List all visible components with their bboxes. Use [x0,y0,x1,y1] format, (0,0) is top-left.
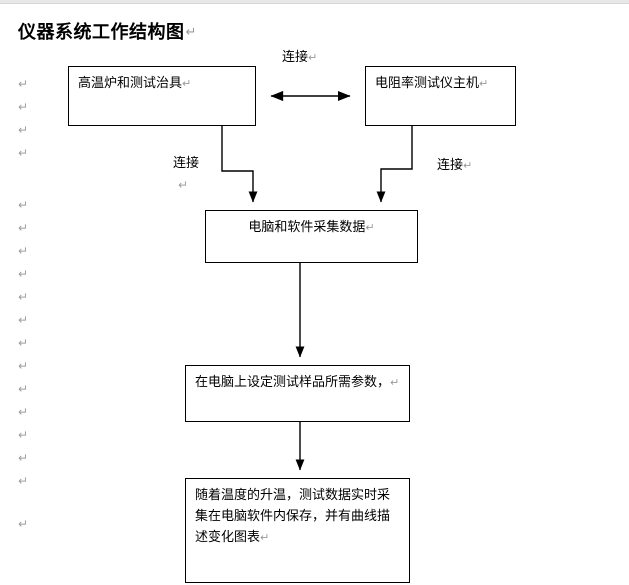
pilcrow-mark: ↵ [18,336,29,350]
pilcrow-mark: ↵ [18,359,29,373]
node-realtime-data-curve: 随着温度的升温，测试数据实时采集在电脑软件内保存，并有曲线描述变化图表↵ [185,478,410,583]
pilcrow-mark: ↵ [18,405,29,419]
pilcrow-mark: ↵ [182,77,192,90]
pilcrow-mark: ↵ [18,517,29,531]
pilcrow-mark: ↵ [18,267,29,281]
pilcrow-mark: ↵ [18,123,29,137]
node-resistivity-tester-host-label: 电阻率测试仪主机 [375,76,480,91]
pilcrow-mark: ↵ [18,290,29,304]
connector-label-top: 连接↵ [282,50,317,66]
pilcrow-mark: ↵ [18,77,29,91]
connector-furnace-to-pc [221,126,258,203]
pilcrow-mark: ↵ [185,25,197,40]
connector-label-left: 连接 [173,156,199,172]
node-pc-software-acquisition: 电脑和软件采集数据↵ [205,210,418,263]
connector-label-right-text: 连接 [437,158,464,173]
connector-label-right: 连接↵ [437,158,472,174]
connector-label-top-text: 连接 [282,50,309,65]
pilcrow-mark: ↵ [18,146,29,160]
node-pc-software-acquisition-label: 电脑和软件采集数据 [248,220,366,235]
pilcrow-mark: ↵ [18,244,29,258]
pilcrow-mark: ↵ [479,77,489,90]
pilcrow-mark: ↵ [18,221,29,235]
pilcrow-mark: ↵ [18,451,29,465]
pilcrow-mark: ↵ [18,100,29,114]
pilcrow-mark: ↵ [18,198,29,212]
node-set-test-parameters: 在电脑上设定测试样品所需参数，↵ [185,365,410,422]
pilcrow-mark: ↵ [18,313,29,327]
pilcrow-mark: ↵ [260,531,270,544]
page-top-rule [0,0,629,4]
pilcrow-mark: ↵ [390,376,400,389]
page-title-text: 仪器系统工作结构图 [18,22,185,43]
pilcrow-mark: ↵ [18,428,29,442]
node-furnace-fixture-label: 高温炉和测试治具 [78,76,183,91]
node-set-test-parameters-label: 在电脑上设定测试样品所需参数， [195,375,391,390]
node-realtime-data-curve-label: 随着温度的升温，测试数据实时采集在电脑软件内保存，并有曲线描述变化图表 [195,488,391,545]
pilcrow-mark: ↵ [18,474,29,488]
page-title: 仪器系统工作结构图↵ [18,18,197,44]
pilcrow-mark: ↵ [463,159,473,172]
node-resistivity-tester-host: 电阻率测试仪主机↵ [365,66,516,126]
pilcrow-mark: ↵ [365,221,375,234]
connector-label-left-text: 连接 [173,156,200,171]
pilcrow-mark: ↵ [18,382,29,396]
node-furnace-fixture: 高温炉和测试治具↵ [68,66,256,126]
pilcrow-mark: ↵ [308,51,318,64]
connector-host-to-pc [376,126,413,203]
pilcrow-mark: ↵ [178,178,189,192]
